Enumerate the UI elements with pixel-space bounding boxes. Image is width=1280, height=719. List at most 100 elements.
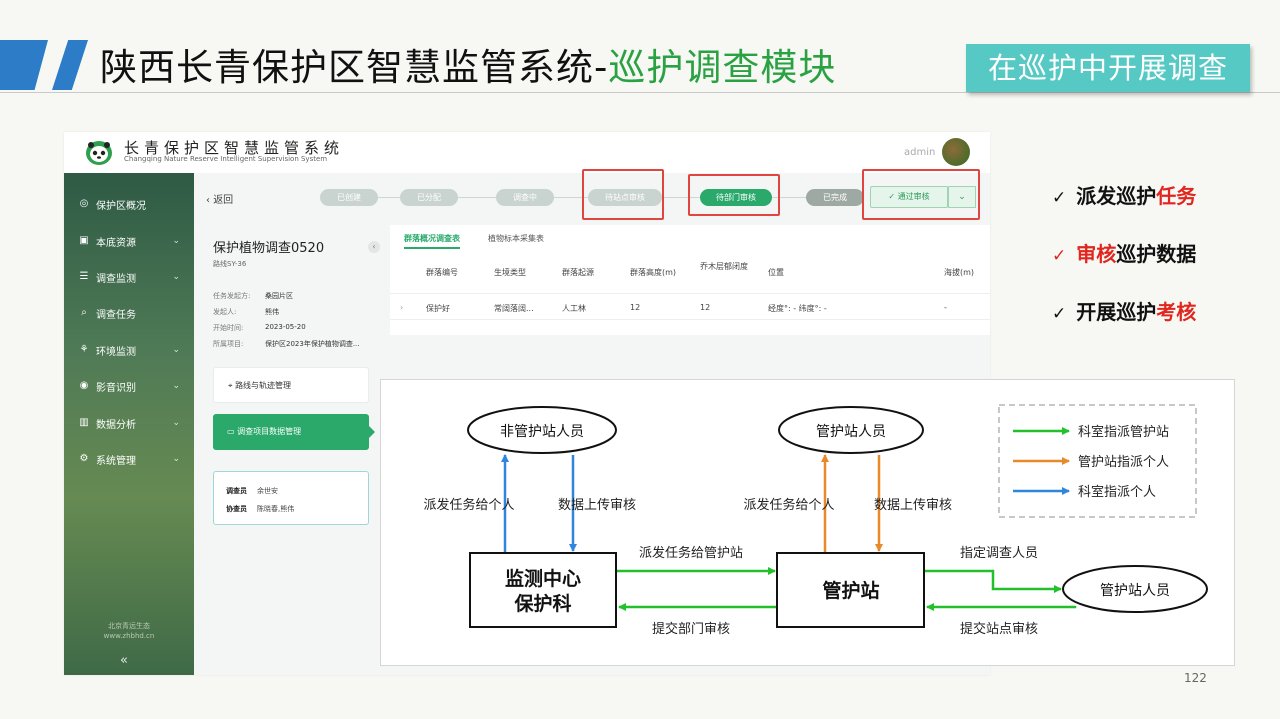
check-highlight: 审核 xyxy=(1076,242,1117,266)
info-initiator-org: 任务发起方:桑园片区 xyxy=(213,291,293,301)
nav-label: 影音识别 xyxy=(96,382,136,394)
info-initiator: 发起人: 熊伟 xyxy=(213,307,279,317)
people-card: 调查员余世安 协查员 陈晓春,熊伟 xyxy=(213,471,369,525)
chevron-down-icon: ⌄ xyxy=(172,345,180,355)
assistant-row: 协查员 陈晓春,熊伟 xyxy=(226,504,294,514)
card-label: 路线与轨迹管理 xyxy=(235,381,292,390)
check-icon: ✓ xyxy=(1052,304,1067,324)
step-assigned: 已分配 xyxy=(400,189,458,206)
nav-label: 调查监测 xyxy=(96,273,136,285)
nav-item-media-recognition[interactable]: ◉ 影音识别 ⌄ xyxy=(64,371,194,401)
node-station-label: 管护站 xyxy=(822,579,879,602)
step-station-review: 待站点审核 xyxy=(588,189,662,206)
chevron-left-icon: ‹ xyxy=(206,195,214,206)
nav-item-env-monitoring[interactable]: ⚘环境监测⌄ xyxy=(64,335,194,365)
sidebar: ◎保护区概况 ▣本底资源⌄ ☰ 调查监测 ⌄ ⌕调查任务 ⚘环境监测⌄ ◉ 影音识别 ⌄… xyxy=(64,173,194,675)
resources-icon: ▣ xyxy=(79,235,89,246)
nav-label: 系统管理 xyxy=(96,455,136,467)
survey-title: 保护植物调查0520 xyxy=(213,241,325,256)
node-staff-top-label: 管护站人员 xyxy=(816,424,886,440)
expand-row-icon[interactable]: › xyxy=(400,303,404,312)
label-upload-right: 数据上传审核 xyxy=(874,498,952,513)
header-accent-stripes xyxy=(0,40,92,90)
td-origin: 人工林 xyxy=(562,304,586,313)
chevron-down-icon: ⌄ xyxy=(172,454,180,464)
user-avatar[interactable] xyxy=(942,138,970,166)
camera-icon: ◉ xyxy=(79,380,89,391)
check-icon: ✓ xyxy=(1052,246,1067,266)
node-non-staff-label: 非管护站人员 xyxy=(500,424,584,440)
highlight-department-review xyxy=(688,174,780,216)
chevron-down-icon: ⌄ xyxy=(172,236,180,246)
check-highlight: 考核 xyxy=(1156,300,1197,324)
nav-label: 调查任务 xyxy=(96,309,136,321)
nav-item-resources[interactable]: ▣本底资源⌄ xyxy=(64,226,194,256)
highlight-approve xyxy=(862,169,980,220)
td-community-id: 保护好 xyxy=(426,304,450,313)
info-start-time: 开始时间:2023-05-20 xyxy=(213,323,306,333)
user-name[interactable]: admin xyxy=(904,147,936,158)
node-staff-right xyxy=(1062,565,1208,613)
info-value: 保护区2023年保护植物调查... xyxy=(265,340,360,348)
info-label: 发起人: xyxy=(213,308,237,316)
label-submit-dept: 提交部门审核 xyxy=(652,621,730,637)
chevron-down-icon: ⌄ xyxy=(172,418,180,428)
company-url: www.zhbhd.cn xyxy=(103,632,155,640)
approve-dropdown-icon[interactable]: ⌄ xyxy=(948,186,976,208)
route-track-card[interactable]: ⌖ 路线与轨迹管理 xyxy=(213,367,369,403)
survey-icon: ☰ xyxy=(79,271,89,282)
step-department-review: 待部门审核 xyxy=(700,189,772,206)
nav-label: 数据分析 xyxy=(96,419,136,431)
arrow-station-to-staff-right xyxy=(925,569,1062,593)
page-number: 122 xyxy=(1184,671,1207,685)
assistant-names: 陈晓春,熊伟 xyxy=(257,505,295,513)
th-location: 位置 xyxy=(768,268,784,277)
th-altitude: 海拔(m) xyxy=(944,268,975,277)
info-value: 熊伟 xyxy=(265,308,279,316)
nav-item-survey-monitoring[interactable]: ☰调查监测⌄ xyxy=(64,262,194,292)
chevron-down-icon: ⌄ xyxy=(172,381,180,391)
check-text: 派发巡护 xyxy=(1076,184,1157,208)
tab-specimen-collection[interactable]: 植物标本采集表 xyxy=(488,234,544,243)
nav-item-system[interactable]: ⚙系统管理⌄ xyxy=(64,444,194,474)
label-submit-station: 提交站点审核 xyxy=(960,621,1038,637)
nav-item-data-analysis[interactable]: ▥ 数据分析 ⌄ xyxy=(64,408,194,438)
sidebar-collapse-icon[interactable]: « xyxy=(120,653,128,668)
nav-item-survey-tasks[interactable]: ⌕调查任务 xyxy=(64,298,194,328)
collapse-panel-icon[interactable]: ‹ xyxy=(368,241,380,253)
arrow-staff-right-to-station xyxy=(926,603,1077,611)
investigator-name: 余世安 xyxy=(257,487,278,495)
approve-button[interactable]: ✓ 通过审核 xyxy=(870,186,948,208)
nav-item-overview[interactable]: ◎保护区概况 xyxy=(64,189,194,219)
td-canopy: 12 xyxy=(700,303,711,312)
table-divider xyxy=(390,319,990,320)
back-label: 返回 xyxy=(213,195,234,206)
th-height: 群落高度(m) xyxy=(630,268,677,277)
table-area: 群落概况调查表 植物标本采集表 群落编号 生境类型 群落起源 群落高度(m) 乔… xyxy=(390,225,990,335)
checklist-item-assessment: ✓开展巡护考核 xyxy=(1052,296,1196,325)
slide-header: 陕西长青保护区智慧监管系统-巡护调查模块 在巡护中开展调查 xyxy=(0,0,1280,100)
info-label: 开始时间: xyxy=(213,324,244,332)
bar-chart-icon: ▥ xyxy=(79,417,89,428)
investigator-row: 调查员余世安 xyxy=(226,486,278,496)
app-topbar: 长青保护区智慧监管系统 Changqing Nature Reserve Int… xyxy=(64,132,990,173)
survey-data-card[interactable]: ▭ 调查项目数据管理 xyxy=(213,414,375,450)
overview-icon: ◎ xyxy=(79,198,89,209)
node-center-line1: 监测中心 xyxy=(505,567,581,590)
node-monitoring-center xyxy=(469,552,617,628)
assistant-label: 协查员 xyxy=(226,505,247,513)
td-altitude: - xyxy=(944,303,947,312)
company-name: 北京青远生态 xyxy=(108,622,150,630)
step-in-progress: 调查中 xyxy=(496,189,554,206)
node-staff-right-label: 管护站人员 xyxy=(1100,583,1170,599)
route-code: 路线SY-36 xyxy=(213,260,247,268)
info-label: 任务发起方: xyxy=(213,292,251,300)
section-badge: 在巡护中开展调查 xyxy=(966,44,1250,92)
td-habitat: 常阔落阔... xyxy=(494,304,534,313)
th-community-id: 群落编号 xyxy=(426,268,458,277)
node-staff-top xyxy=(778,406,924,454)
node-station xyxy=(776,552,925,628)
back-button[interactable]: ‹ 返回 xyxy=(206,191,233,206)
legend-label-1: 管护站指派个人 xyxy=(1078,455,1169,470)
tab-community-survey[interactable]: 群落概况调查表 xyxy=(404,233,460,249)
